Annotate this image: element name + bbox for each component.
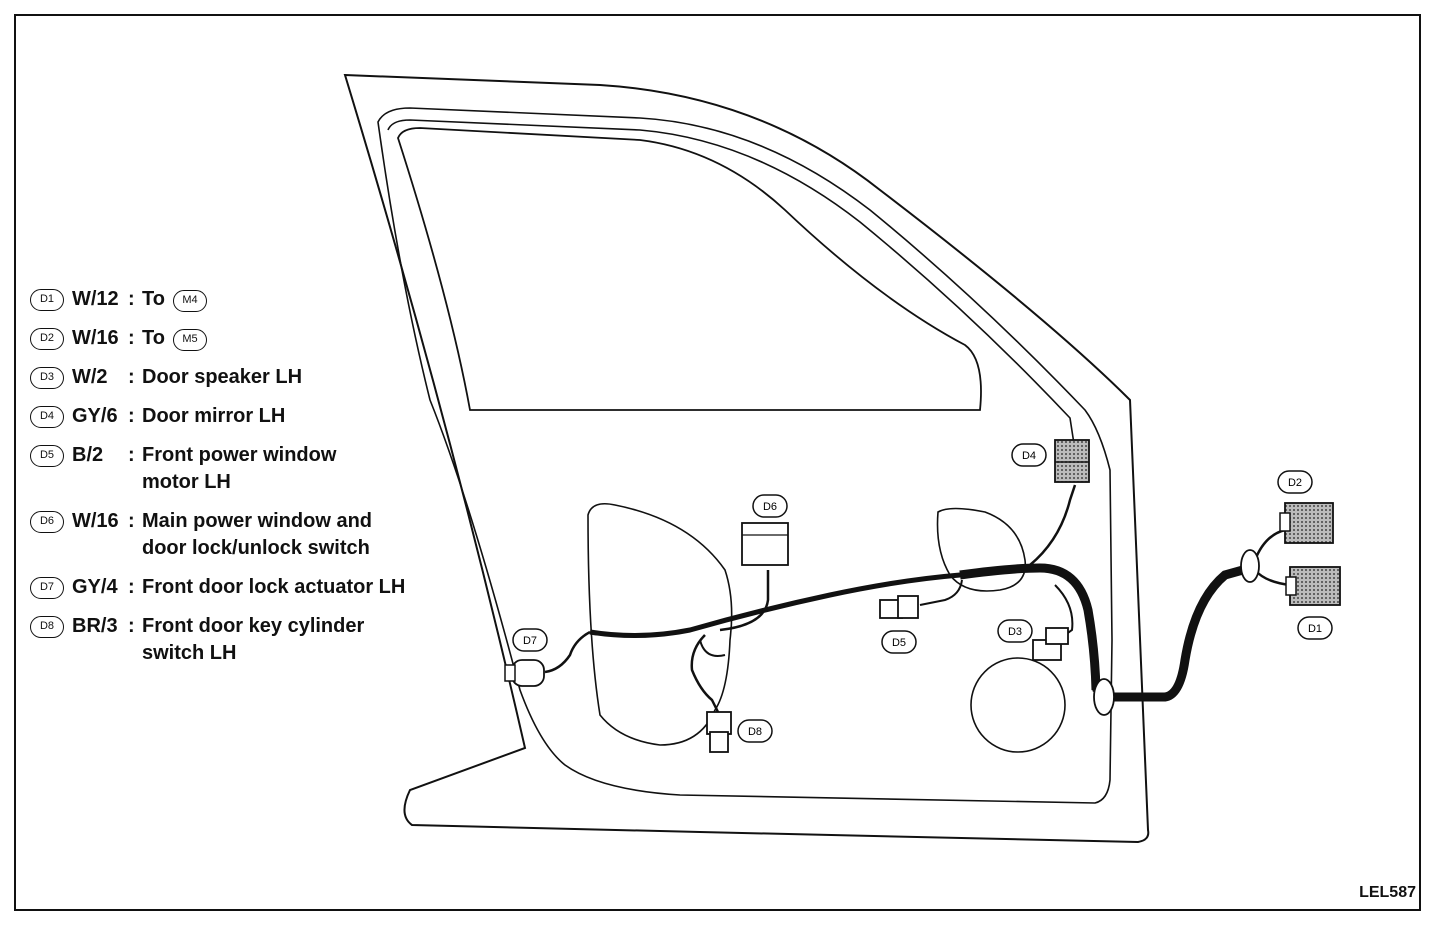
legend-desc: Door speaker LH bbox=[142, 366, 303, 388]
callout-d3: D3 bbox=[997, 619, 1033, 643]
legend-sep: : bbox=[128, 576, 135, 598]
legend-desc: Front door key cylinder switch LH bbox=[142, 615, 365, 664]
legend-to: To M4 bbox=[142, 286, 207, 313]
legend-sep: : bbox=[128, 615, 135, 637]
legend-badge: D2 bbox=[30, 328, 64, 350]
window-frame-mid bbox=[387, 119, 1079, 471]
legend-desc: Front door lock actuator LH bbox=[142, 576, 406, 598]
window-glass bbox=[397, 127, 982, 411]
access-hole-left bbox=[587, 502, 733, 746]
svg-text:D5: D5 bbox=[892, 637, 906, 649]
svg-text:D1: D1 bbox=[1308, 623, 1322, 635]
svg-text:D8: D8 bbox=[748, 726, 762, 738]
legend-sep: : bbox=[128, 366, 135, 388]
legend-sep: : bbox=[128, 444, 135, 466]
harness-to-d4 bbox=[1029, 484, 1077, 566]
legend-desc: Main power window and door lock/unlock s… bbox=[142, 510, 372, 559]
legend-desc: Door mirror LH bbox=[142, 405, 286, 427]
legend-row-d8: D8 BR/3 : Front door key cylinder switch… bbox=[30, 613, 392, 667]
connector-d2 bbox=[1279, 502, 1334, 544]
legend-code: W/2 bbox=[72, 366, 108, 388]
access-hole-right bbox=[936, 507, 1027, 592]
svg-text:D7: D7 bbox=[523, 635, 537, 647]
connector-d5 bbox=[879, 595, 919, 619]
legend-row-d4: D4 GY/6 : Door mirror LH bbox=[30, 403, 442, 430]
legend-badge: D7 bbox=[30, 577, 64, 599]
legend-code: BR/3 bbox=[72, 615, 118, 637]
legend-sep: : bbox=[128, 288, 135, 310]
door-outline bbox=[343, 73, 1150, 844]
harness-to-d5 bbox=[919, 579, 963, 606]
speaker-hole bbox=[970, 657, 1066, 753]
svg-text:D2: D2 bbox=[1288, 477, 1302, 489]
callout-d7: D7 bbox=[512, 628, 548, 652]
legend-row-d3: D3 W/2 : Door speaker LH bbox=[30, 364, 442, 391]
harness-to-d2 bbox=[1253, 528, 1286, 561]
callout-d8: D8 bbox=[737, 719, 773, 743]
legend-sep: : bbox=[128, 327, 135, 349]
svg-text:D3: D3 bbox=[1008, 626, 1022, 638]
harness-to-d3 bbox=[1054, 584, 1074, 641]
legend-to-badge: M4 bbox=[172, 290, 207, 312]
connector-d8 bbox=[706, 711, 732, 753]
legend-sep: : bbox=[128, 510, 135, 532]
connector-d6 bbox=[741, 522, 789, 566]
legend-badge: D3 bbox=[30, 367, 64, 389]
legend-badge: D4 bbox=[30, 406, 64, 428]
legend-sep: : bbox=[128, 405, 135, 427]
legend-to-text: To bbox=[142, 288, 165, 310]
connector-d7 bbox=[504, 659, 545, 687]
legend-code: GY/4 bbox=[72, 576, 118, 598]
legend-code: B/2 bbox=[72, 444, 104, 466]
svg-text:D6: D6 bbox=[763, 501, 777, 513]
harness-d8-loop bbox=[699, 639, 726, 657]
callout-d6: D6 bbox=[752, 494, 788, 518]
legend-row-d2: D2 W/16 : To M5 bbox=[30, 325, 207, 352]
figure-code: LEL587 bbox=[1359, 884, 1416, 901]
callout-d4: D4 bbox=[1011, 443, 1047, 467]
connector-d4 bbox=[1054, 439, 1090, 483]
window-frame-outer bbox=[377, 107, 1113, 804]
legend-badge: D1 bbox=[30, 289, 64, 311]
connector-d3 bbox=[1032, 627, 1069, 661]
callout-d1: D1 bbox=[1297, 616, 1333, 640]
legend-to-text: To bbox=[142, 327, 165, 349]
legend-row-d5: D5 B/2 : Front power window motor LH bbox=[30, 442, 372, 496]
svg-text:D4: D4 bbox=[1022, 450, 1036, 462]
legend-to-badge: M5 bbox=[172, 329, 207, 351]
harness-to-d7 bbox=[544, 630, 591, 674]
legend-row-d7: D7 GY/4 : Front door lock actuator LH bbox=[30, 574, 442, 601]
harness-to-d8 bbox=[690, 634, 720, 713]
legend-to: To M5 bbox=[142, 325, 207, 352]
legend-desc: Front power window motor LH bbox=[142, 444, 337, 493]
legend-row-d1: D1 W/12 : To M4 bbox=[30, 286, 207, 313]
callout-d5: D5 bbox=[881, 630, 917, 654]
harness-to-d1 bbox=[1254, 569, 1291, 587]
grommet-body bbox=[1240, 549, 1260, 583]
legend-code: GY/6 bbox=[72, 405, 118, 427]
main-harness-thick bbox=[959, 563, 1101, 691]
callout-d2: D2 bbox=[1277, 470, 1313, 494]
diagram-frame bbox=[14, 14, 1421, 911]
harness-exit bbox=[1108, 563, 1252, 702]
legend-code: W/12 bbox=[72, 288, 119, 310]
legend-badge: D5 bbox=[30, 445, 64, 467]
legend-row-d6: D6 W/16 : Main power window and door loc… bbox=[30, 508, 402, 562]
connector-d1 bbox=[1285, 566, 1341, 606]
legend-badge: D6 bbox=[30, 511, 64, 533]
harness-to-d6 bbox=[719, 570, 770, 632]
legend-code: W/16 bbox=[72, 510, 119, 532]
grommet-door bbox=[1093, 678, 1115, 716]
legend-code: W/16 bbox=[72, 327, 119, 349]
legend-badge: D8 bbox=[30, 616, 64, 638]
